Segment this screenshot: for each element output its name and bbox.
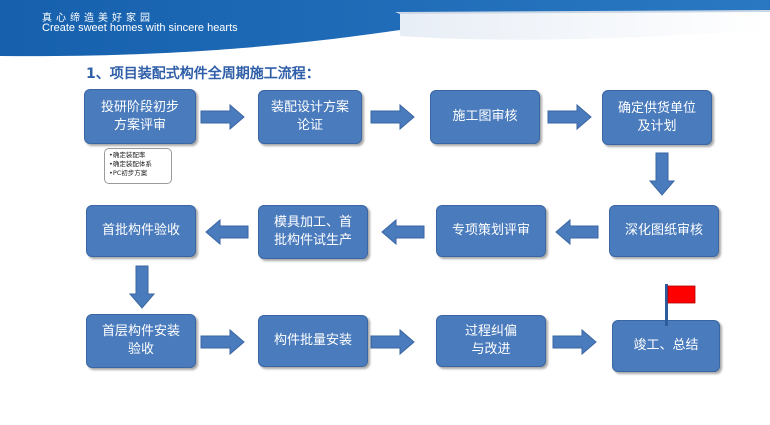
step-label: 装配设计方案	[270, 100, 349, 115]
step-first-floor-installation: 首层构件安装验收	[86, 314, 196, 368]
step-label: 竣工、总结	[633, 338, 699, 353]
step-preliminary-review: 投研阶段初步方案评审	[84, 89, 196, 144]
step-label: 验收	[127, 342, 154, 357]
arrow-down-2	[128, 265, 156, 309]
step-process-correction: 过程纠偏与改进	[436, 315, 546, 367]
step-label: 施工图审核	[452, 109, 518, 124]
step-label: 方案评审	[113, 117, 166, 133]
arrow-down-1	[648, 152, 676, 196]
step-label: 构件批量安装	[273, 333, 352, 348]
arrow-left-2	[381, 218, 425, 246]
step-batch-installation: 构件批量安装	[258, 315, 368, 367]
note-box: •确定装配率 •确定装配体系 •PC初步方案	[104, 148, 172, 184]
step-special-planning-review: 专项策划评审	[436, 205, 546, 257]
step-label: 及计划	[637, 118, 677, 134]
flag-icon	[665, 284, 696, 326]
note-item: •确定装配率	[109, 151, 146, 159]
step-drawing-review: 施工图审核	[430, 90, 540, 144]
slogan-english: Create sweet homes with sincere hearts	[42, 22, 238, 34]
step-label: 确定供货单位	[617, 100, 696, 116]
arrow-right-2	[370, 103, 415, 131]
step-label: 投研阶段初步	[100, 99, 179, 115]
header-banner: 真心缔造美好家园 Create sweet homes with sincere…	[0, 0, 770, 62]
step-label: 与改进	[471, 342, 511, 357]
step-label: 首层构件安装	[101, 324, 180, 339]
arrow-right-4	[200, 328, 245, 356]
banner-background	[0, 0, 770, 62]
arrow-right-6	[552, 328, 597, 356]
step-mold-trial-production: 模具加工、首批构件试生产	[258, 205, 368, 259]
step-first-batch-acceptance: 首批构件验收	[86, 205, 196, 257]
step-label: 首批构件验收	[101, 223, 180, 238]
step-supplier-plan: 确定供货单位及计划	[602, 90, 712, 145]
note-item: •确定装配体系	[109, 160, 152, 168]
step-label: 深化图纸审核	[624, 223, 703, 238]
step-design-proposal: 装配设计方案论证	[258, 90, 362, 144]
arrow-right-3	[547, 103, 592, 131]
step-label: 论证	[296, 118, 323, 133]
step-label: 模具加工、首	[273, 215, 352, 230]
slogan-chinese: 真心缔造美好家园	[42, 13, 154, 24]
arrow-right-5	[370, 328, 415, 356]
arrow-right-1	[200, 103, 245, 131]
step-completion-summary: 竣工、总结	[612, 320, 720, 372]
flow-title: 1、项目装配式构件全周期施工流程：	[86, 66, 320, 82]
step-detailed-drawing-review: 深化图纸审核	[609, 205, 719, 257]
step-label: 过程纠偏	[464, 324, 517, 339]
arrow-left-1	[555, 218, 599, 246]
step-label: 专项策划评审	[451, 223, 530, 238]
arrow-left-3	[205, 218, 249, 246]
step-label: 批构件试生产	[273, 233, 352, 248]
note-item: •PC初步方案	[109, 169, 148, 177]
